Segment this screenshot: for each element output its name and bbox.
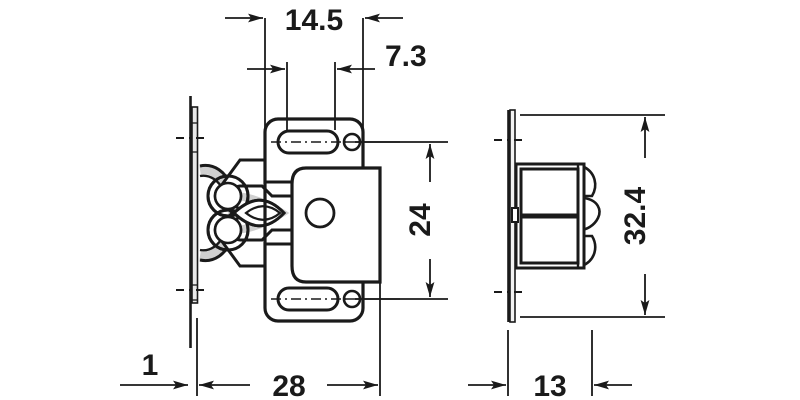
front-view — [176, 96, 400, 348]
dimension-7-3: 7.3 — [247, 40, 427, 130]
dimension-label-7-3: 7.3 — [385, 40, 427, 73]
dimension-label-13: 13 — [533, 370, 566, 400]
panel-centre-marks — [176, 137, 208, 291]
dimension-label-14-5: 14.5 — [285, 4, 343, 37]
dimension-28: 28 — [196, 282, 381, 400]
dimension-1: 1 — [120, 349, 188, 390]
dimension-label-24: 24 — [404, 203, 437, 237]
side-hinge-body — [511, 162, 601, 270]
dimension-label-28: 28 — [272, 370, 305, 400]
dimension-14-5: 14.5 — [225, 4, 403, 128]
hinge-body — [290, 166, 382, 284]
dimension-32-4: 32.4 — [520, 114, 665, 318]
lower-slot-group — [271, 286, 400, 312]
dimension-24: 24 — [355, 141, 448, 300]
dimension-label-1: 1 — [142, 349, 159, 382]
adjustment-hole — [304, 197, 336, 229]
dimension-label-32-4: 32.4 — [619, 186, 652, 245]
upper-slot-group — [271, 129, 400, 155]
hinge-linkage — [199, 158, 295, 268]
side-view — [494, 109, 601, 323]
dimension-13: 13 — [468, 330, 632, 400]
